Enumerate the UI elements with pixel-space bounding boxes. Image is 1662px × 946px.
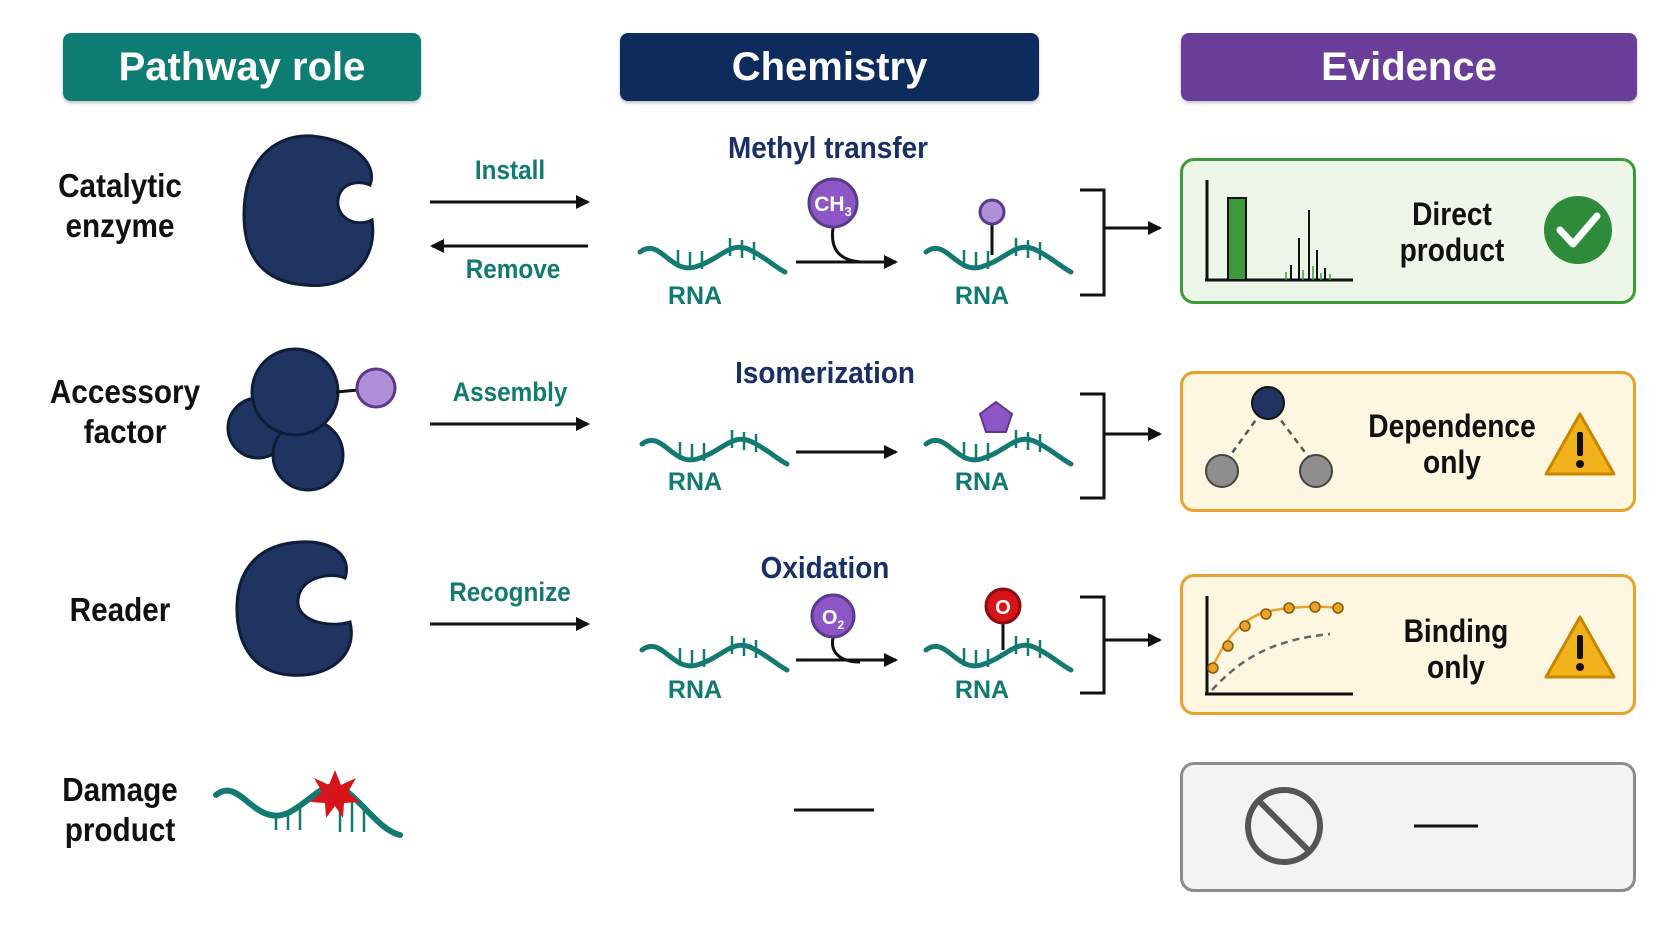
evidence-box-binding-only	[1180, 574, 1636, 715]
prohibited-icon	[1245, 787, 1323, 865]
dependence-network-icon	[1205, 386, 1333, 488]
rna-strand-icon	[639, 636, 790, 673]
evidence-line: only	[1427, 649, 1485, 685]
warning-icon	[1544, 412, 1616, 476]
enzyme-protein-icon	[242, 134, 375, 288]
role-label-damage-product: Damage product	[48, 770, 192, 850]
oxygen-reagent-icon: O2	[810, 593, 861, 664]
rna-label: RNA	[954, 676, 1010, 704]
rna-strand-icon	[923, 430, 1074, 467]
role-label-catalytic-enzyme: Catalytic enzyme	[48, 166, 192, 246]
evidence-brackets	[1080, 188, 1162, 695]
evidence-line: product	[1399, 232, 1505, 268]
role-label-accessory-factor: Accessory factor	[49, 372, 202, 452]
accessory-factor-protein-icon	[226, 347, 397, 492]
warning-icon	[1544, 615, 1616, 679]
role-line: Damage	[62, 771, 178, 808]
arrow-label-install: Install	[474, 155, 546, 185]
evidence-text-direct-product: Direct product	[1364, 196, 1540, 268]
damage-burst-icon	[310, 770, 360, 818]
evidence-text-binding-only: Binding only	[1368, 613, 1544, 685]
role-line: Accessory	[49, 373, 201, 410]
rna-strand-icon	[923, 238, 1074, 275]
role-label-reader: Reader	[48, 590, 192, 630]
header-pathway-role: Pathway role	[63, 33, 421, 101]
rna-label: RNA	[667, 676, 723, 704]
role-line: Reader	[69, 591, 171, 628]
damaged-rna-icon	[213, 770, 403, 838]
rna-label: RNA	[954, 282, 1010, 310]
binding-curve-icon	[1205, 596, 1353, 696]
arrow-label-remove: Remove	[465, 254, 561, 284]
evidence-box-none	[1180, 762, 1636, 892]
chem-title-methyl-transfer: Methyl transfer	[727, 130, 928, 165]
oxidation-mark-label: O	[995, 597, 1011, 619]
rna-label: RNA	[667, 468, 723, 496]
header-chemistry: Chemistry	[620, 33, 1039, 101]
rna-label: RNA	[667, 282, 723, 310]
arrow-label-assembly: Assembly	[452, 377, 568, 407]
pathway-arrows	[430, 195, 590, 631]
role-line: product	[64, 811, 176, 848]
evidence-line: Dependence	[1368, 408, 1536, 444]
rna-strand-icon	[923, 636, 1074, 673]
evidence-text-dependence-only: Dependence only	[1364, 408, 1540, 480]
methyl-mark-icon	[978, 198, 1006, 255]
rna-label: RNA	[954, 468, 1010, 496]
rna-strands	[637, 238, 1074, 673]
reader-protein-icon	[235, 540, 353, 677]
mass-spectrum-icon	[1205, 180, 1353, 282]
header-evidence: Evidence	[1181, 33, 1637, 101]
chem-title-isomerization: Isomerization	[735, 355, 915, 390]
role-line: enzyme	[65, 207, 175, 244]
evidence-line: Binding	[1403, 613, 1509, 649]
oxidation-mark-icon: O	[984, 587, 1022, 650]
role-line: Catalytic	[58, 167, 182, 204]
evidence-line: Direct	[1412, 196, 1492, 232]
chem-title-oxidation: Oxidation	[760, 550, 890, 585]
rna-strand-icon	[637, 238, 788, 275]
rna-strand-icon	[639, 430, 790, 467]
arrow-label-recognize: Recognize	[449, 577, 571, 607]
check-icon	[1544, 196, 1612, 264]
role-line: factor	[83, 413, 167, 450]
pseudouridine-mark-icon	[978, 400, 1014, 433]
methyl-reagent-icon: CH3	[807, 177, 861, 264]
evidence-line: only	[1423, 444, 1481, 480]
